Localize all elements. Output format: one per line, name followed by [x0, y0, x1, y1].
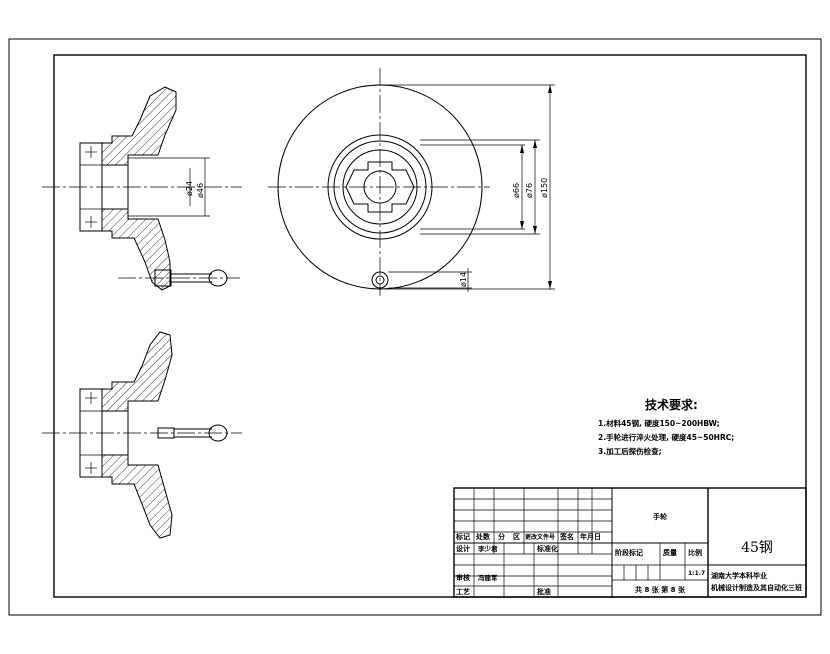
school-line-2: 机械设计制造及其自动化三班: [711, 583, 802, 592]
stage-mark: 阶段标记: [615, 548, 643, 557]
scale-label: 比例: [688, 548, 702, 557]
dim-d46: ø46: [196, 183, 205, 198]
front-view: ø66 ø76 ø150 ø14: [268, 68, 555, 296]
material: 45钢: [741, 540, 773, 556]
section-view-top: ø24 ø46: [42, 86, 242, 291]
requirement-item-1: 1.材料45钢, 硬度150~200HBW;: [598, 418, 720, 428]
technical-requirements: 技术要求: 1.材料45钢, 硬度150~200HBW; 2.手轮进行淬火处理,…: [598, 397, 734, 456]
section-view-bottom: [42, 331, 242, 539]
approve-label: 批准: [537, 587, 551, 596]
process-label: 工艺: [456, 587, 470, 596]
sheet-count: 共 8 张 第 8 张: [635, 585, 686, 594]
dim-d14: ø14: [459, 272, 468, 287]
header-div: 分: [498, 532, 505, 541]
header-change-doc: 更改文件号: [525, 533, 555, 541]
dim-d150: ø150: [540, 178, 549, 198]
inner-frame: [53, 54, 807, 598]
header-count: 处数: [475, 532, 491, 541]
header-date: 年月日: [580, 532, 601, 541]
part-name: 手轮: [653, 512, 667, 521]
header-sign: 签名: [559, 532, 574, 541]
title-block: 手轮 45钢 标记 处数 分 区 更改文件号 签名 年月日 设计 李少君 标准化…: [453, 487, 807, 598]
review-name: 冯建军: [478, 573, 498, 582]
header-mark: 标记: [455, 532, 470, 541]
design-name: 李少君: [477, 544, 498, 553]
requirements-title: 技术要求:: [645, 397, 698, 412]
weight-label: 质量: [663, 548, 677, 557]
standard-label: 标准化: [536, 544, 558, 553]
requirement-item-2: 2.手轮进行淬火处理, 硬度45~50HRC;: [598, 432, 734, 442]
dim-d76: ø76: [525, 183, 534, 198]
review-label: 审核: [456, 573, 470, 582]
dim-d66: ø66: [512, 183, 521, 198]
outer-border: [8, 38, 822, 616]
design-label: 设计: [456, 544, 470, 553]
scale-value: 1:1.7: [688, 570, 705, 577]
header-zone: 区: [513, 533, 520, 541]
requirement-item-3: 3.加工后探伤检查;: [598, 446, 662, 456]
dim-d24: ø24: [185, 181, 194, 196]
school-line-1: 湖南大学本科毕业: [711, 571, 767, 580]
